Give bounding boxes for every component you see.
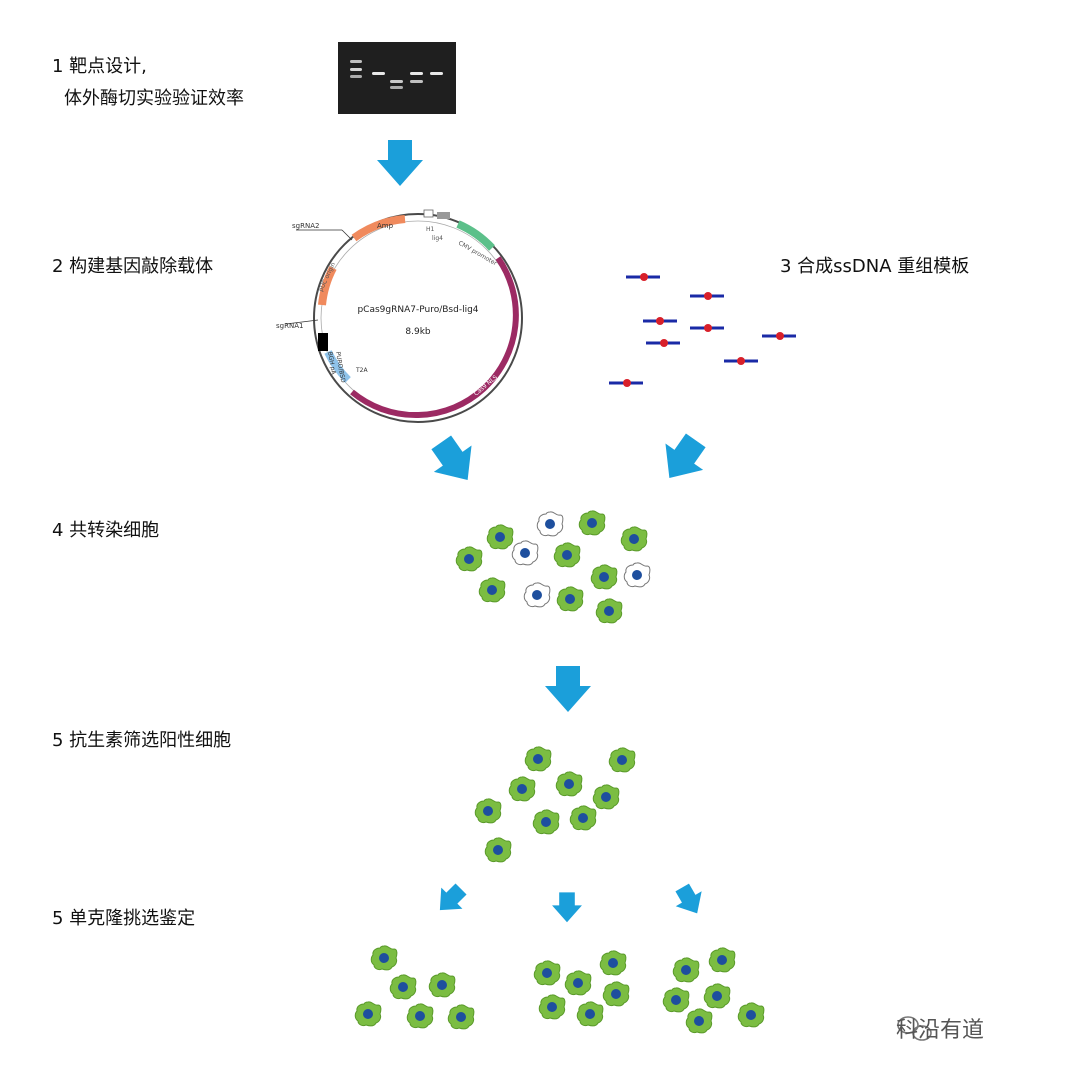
arrow-down-right-icon bbox=[422, 429, 487, 494]
arrow-down-right-icon bbox=[669, 880, 711, 921]
watermark-text: 科沿有道 bbox=[896, 1018, 985, 1043]
step-1-subtitle: 体外酶切实验验证效率 bbox=[64, 88, 244, 109]
arrow-down-left-icon bbox=[650, 427, 715, 492]
gel-band bbox=[410, 72, 423, 75]
selected-cells bbox=[474, 746, 636, 863]
h1-label: H1 bbox=[426, 226, 435, 233]
t2a-segment bbox=[324, 350, 351, 383]
gel-band bbox=[350, 75, 362, 78]
gel-band bbox=[390, 86, 403, 89]
mutation-dots bbox=[623, 273, 784, 387]
amp-label: Amp bbox=[377, 222, 394, 230]
plasmid-size: 8.9kb bbox=[405, 327, 431, 337]
transfected-cells bbox=[455, 510, 651, 624]
monoclone-cluster-3 bbox=[662, 947, 765, 1034]
gel-band bbox=[372, 72, 385, 75]
step-5-monoclone-title: 5 单克隆挑选鉴定 bbox=[52, 908, 196, 929]
monoclone-cluster-2 bbox=[533, 950, 630, 1027]
lig4-label: lig4 bbox=[432, 235, 443, 242]
lig4-box bbox=[437, 212, 450, 219]
gel-band bbox=[350, 60, 362, 63]
h1-box bbox=[423, 209, 434, 218]
step-5-antibiotic-title: 5 抗生素筛选阳性细胞 bbox=[52, 730, 232, 751]
plasmid-map: sgRNA2 sgRNA1 Amp H1 lig4 CMV promoter p… bbox=[276, 209, 523, 423]
t2a-label: T2A bbox=[355, 367, 368, 374]
gel-band bbox=[390, 80, 403, 83]
arrow-down-icon bbox=[552, 892, 582, 923]
gel-band bbox=[350, 68, 362, 71]
cas9-label: Cas9 NLS bbox=[473, 374, 499, 398]
step-3-title: 3 合成ssDNA 重组模板 bbox=[780, 256, 970, 277]
cas9-segment bbox=[350, 256, 519, 418]
step-4-title: 4 共转染细胞 bbox=[52, 520, 160, 541]
cmv-segment bbox=[456, 220, 495, 251]
arrow-down-left-icon bbox=[429, 878, 472, 921]
sgrna2-label: sgRNA2 bbox=[292, 222, 319, 230]
sgrna1-label: sgRNA1 bbox=[276, 322, 303, 330]
puc-origin-segment bbox=[318, 266, 337, 306]
wechat-icon bbox=[897, 1016, 932, 1041]
arrow-down-icon bbox=[545, 666, 591, 712]
plasmid-name: pCas9gRNA7-Puro/Bsd-lig4 bbox=[357, 305, 478, 315]
puro-block bbox=[318, 333, 328, 351]
step-2-title: 2 构建基因敲除载体 bbox=[52, 256, 214, 277]
bgh-label: BGH pA bbox=[326, 351, 337, 376]
step-1-title: 1 靶点设计, bbox=[52, 56, 147, 77]
arrow-down-icon bbox=[377, 140, 423, 186]
amp-segment bbox=[351, 215, 406, 242]
ssdna-fragments bbox=[609, 275, 796, 385]
monoclone-cluster-1 bbox=[354, 945, 475, 1030]
gel-band bbox=[410, 80, 423, 83]
gel-band bbox=[430, 72, 443, 75]
gel-electrophoresis-image bbox=[338, 42, 456, 114]
